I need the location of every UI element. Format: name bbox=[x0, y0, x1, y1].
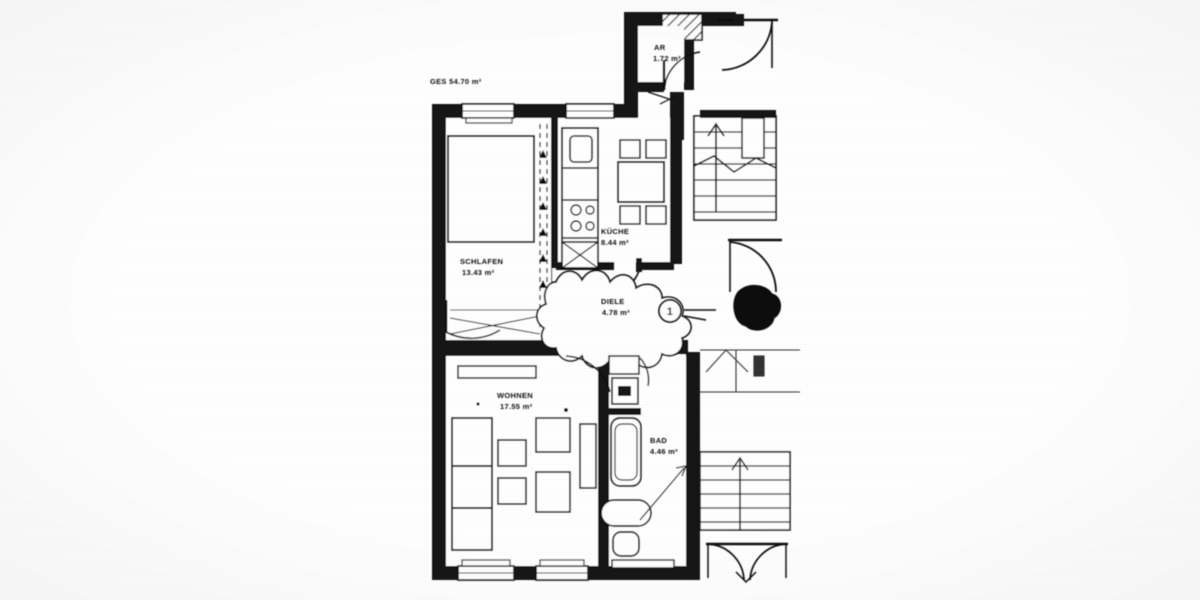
unit-marker: 1 bbox=[658, 299, 682, 323]
room-label-bad: BAD 4.46 m² bbox=[650, 436, 678, 456]
room-area-schlafen: 13.43 m² bbox=[462, 268, 495, 277]
room-name-ar: AR bbox=[654, 43, 666, 52]
room-area-diele: 4.78 m² bbox=[602, 308, 630, 317]
total-area-label: GES 54.70 m² bbox=[430, 77, 482, 86]
living-furniture bbox=[451, 355, 611, 551]
storage-ar bbox=[647, 51, 701, 105]
room-label-kueche: KÜCHE 8.44 m² bbox=[601, 227, 629, 247]
windows bbox=[457, 103, 675, 581]
stair-upper-right bbox=[693, 110, 777, 221]
room-name-schlafen: SCHLAFEN bbox=[460, 257, 503, 266]
room-name-diele: DIELE bbox=[601, 297, 625, 306]
wc-fixtures bbox=[608, 355, 650, 405]
exterior-door-right bbox=[728, 238, 782, 293]
room-area-ar: 1.72 m² bbox=[653, 54, 681, 63]
hallway-diele bbox=[535, 269, 692, 372]
bath-fixtures bbox=[600, 408, 688, 557]
room-label-ar: AR 1.72 m² bbox=[653, 43, 681, 63]
room-label-schlafen: SCHLAFEN 13.43 m² bbox=[460, 257, 503, 277]
room-area-wohnen: 17.55 m² bbox=[500, 402, 533, 411]
bedroom-furniture bbox=[444, 124, 548, 340]
plan-labels: GES 54.70 m² SCHLAFEN 13.43 m² KÜCHE 8.4… bbox=[430, 43, 682, 456]
plan-geometry bbox=[432, 12, 800, 584]
stair-lower-right bbox=[699, 451, 791, 531]
kitchen-fixtures bbox=[561, 127, 667, 301]
site-lines bbox=[700, 349, 800, 393]
walls bbox=[432, 12, 736, 580]
planting-symbol bbox=[733, 285, 781, 331]
unit-leader-line bbox=[683, 309, 716, 321]
room-label-diele: DIELE 4.78 m² bbox=[601, 297, 630, 317]
room-label-wohnen: WOHNEN 17.55 m² bbox=[497, 391, 533, 411]
room-name-bad: BAD bbox=[650, 436, 667, 445]
entry-door bbox=[718, 14, 778, 71]
balcony-double-door bbox=[706, 542, 788, 584]
unit-marker-number: 1 bbox=[667, 306, 673, 318]
room-name-kueche: KÜCHE bbox=[601, 227, 629, 236]
room-area-kueche: 8.44 m² bbox=[601, 238, 629, 247]
room-area-bad: 4.46 m² bbox=[650, 447, 678, 456]
room-name-wohnen: WOHNEN bbox=[497, 391, 533, 400]
